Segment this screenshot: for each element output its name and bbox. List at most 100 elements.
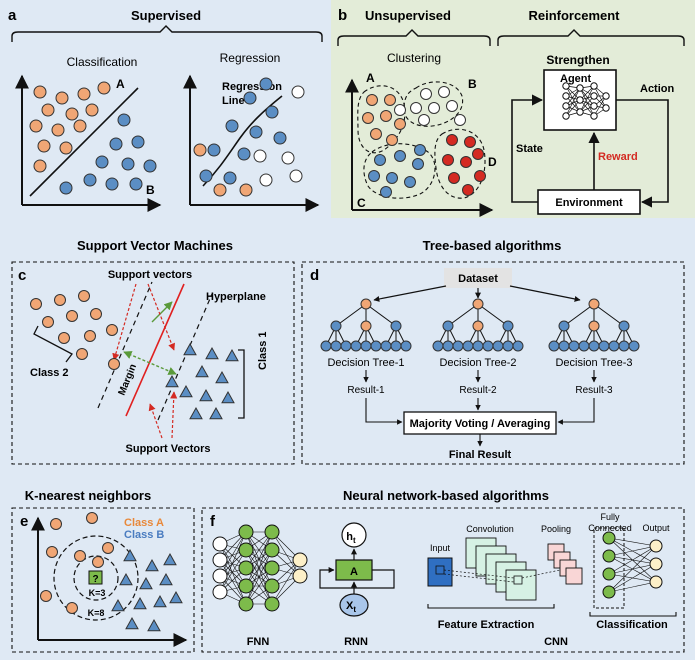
classification-point-a xyxy=(33,159,47,173)
feature-extraction-label: Feature Extraction xyxy=(438,619,535,631)
svm-class2-point xyxy=(42,316,54,328)
support-vector-pointer-4 xyxy=(148,403,163,439)
regression-point-blue xyxy=(225,119,239,133)
svm-class1-point xyxy=(165,374,179,388)
agent-network-icon xyxy=(562,82,610,120)
regression-label: Regression xyxy=(220,51,281,65)
panel-e: K-nearest neighbors e Class A Class B ? … xyxy=(11,488,195,653)
convolution-stack xyxy=(465,537,537,601)
cluster-point-b xyxy=(410,102,422,114)
knn-class-b-point xyxy=(111,598,125,612)
class-a-label: A xyxy=(116,77,125,91)
knn-class-b-point xyxy=(159,572,173,586)
tree-leaf-node xyxy=(492,340,504,352)
environment-label: Environment xyxy=(555,197,623,209)
feature-extraction-bracket xyxy=(427,604,555,609)
fnn-edge xyxy=(271,559,301,605)
fnn-edge xyxy=(219,543,247,587)
tree-leaf-node xyxy=(568,340,580,352)
knn-class-b-point xyxy=(133,596,147,610)
margin-line-left xyxy=(97,281,153,409)
svm-class2-point xyxy=(106,324,118,336)
agent-network-node xyxy=(576,108,584,116)
knn-class-a-point xyxy=(50,518,62,530)
regression-point-white xyxy=(289,169,303,183)
svm-class1-point xyxy=(215,370,229,384)
tree-leaf-node xyxy=(482,340,494,352)
svm-section-title: Support Vector Machines xyxy=(77,238,233,253)
panel-b-background xyxy=(331,0,695,218)
fnn-node xyxy=(264,596,280,612)
fc-node xyxy=(602,567,616,581)
regression-point-blue xyxy=(237,147,251,161)
regression-point-blue xyxy=(273,131,287,145)
pool-feature-map xyxy=(565,567,583,585)
knn-class-b-point xyxy=(139,576,153,590)
knn-class-a-point xyxy=(102,542,114,554)
svm-class2-point xyxy=(78,290,90,302)
tree-leaf-node xyxy=(558,340,570,352)
class2-label: Class 2 xyxy=(30,367,69,379)
svm-class1-point xyxy=(209,406,223,420)
result-3-label: Result-3 xyxy=(575,385,613,396)
dataset-arrow-1 xyxy=(373,285,447,302)
fc-edge xyxy=(608,563,657,593)
panel-d-letter: d xyxy=(310,267,319,284)
classification-boundary xyxy=(29,87,139,197)
fnn-node xyxy=(238,560,254,576)
rnn-label: RNN xyxy=(344,636,368,648)
cnn-output-node xyxy=(649,539,663,553)
regression-point-white xyxy=(281,151,295,165)
tree-leaf-node xyxy=(370,340,382,352)
regression-point-orange xyxy=(193,143,207,157)
rnn-output-node xyxy=(341,522,367,548)
reinforcement-title: Reinforcement xyxy=(528,8,620,23)
support-vector-pointer-1 xyxy=(112,283,137,361)
tree-internal-node xyxy=(442,320,454,332)
cluster-point-b xyxy=(428,102,440,114)
k3-circle xyxy=(73,555,119,601)
fnn-node xyxy=(212,568,228,584)
knn-class-b-point xyxy=(169,590,183,604)
fnn-edge xyxy=(219,531,247,577)
fnn-node xyxy=(238,542,254,558)
nn-section-title: Neural network-based algorithms xyxy=(343,488,549,503)
classification-point-a xyxy=(33,85,47,99)
svm-class2-point xyxy=(58,332,70,344)
svm-class2-point xyxy=(76,348,88,360)
knn-class-b-point xyxy=(147,618,161,632)
svm-class1-point xyxy=(183,342,197,356)
regression-point-white xyxy=(259,173,273,187)
agent-network-edge xyxy=(579,87,595,107)
panel-f: Neural network-based algorithms f FNN ht… xyxy=(201,488,685,653)
state-arrow xyxy=(511,94,544,203)
cnn-label: CNN xyxy=(544,636,568,648)
panel-c-frame xyxy=(11,261,295,465)
reinforcement-brace xyxy=(497,29,685,46)
classification-point-a xyxy=(51,123,65,137)
svm-points xyxy=(30,290,239,420)
tree-internal-node xyxy=(360,320,372,332)
tree-leaf-node xyxy=(628,340,640,352)
hyperplane-normal-arrow xyxy=(151,301,173,323)
cluster-point-a xyxy=(380,110,392,122)
tree-leaf-node xyxy=(588,340,600,352)
agent-network-node xyxy=(576,84,584,92)
margin-line-right xyxy=(157,293,213,421)
cluster-point-d xyxy=(460,156,472,168)
cluster-point-c xyxy=(394,150,406,162)
tree-leaf-node xyxy=(390,340,402,352)
cluster-point-d xyxy=(446,134,458,146)
action-arrow xyxy=(616,99,669,208)
agent-network-edge xyxy=(565,85,581,113)
regression-point-blue xyxy=(259,77,273,91)
tree-leaf-node xyxy=(548,340,560,352)
fc-edge xyxy=(608,545,657,593)
tree-edge xyxy=(563,303,595,327)
classification-point-b xyxy=(117,113,131,127)
rnn-input-node xyxy=(339,593,369,617)
cluster-d-outline xyxy=(434,128,486,199)
fnn-node xyxy=(292,568,308,584)
fnn-edge xyxy=(245,549,273,605)
classification-point-b xyxy=(59,181,73,195)
